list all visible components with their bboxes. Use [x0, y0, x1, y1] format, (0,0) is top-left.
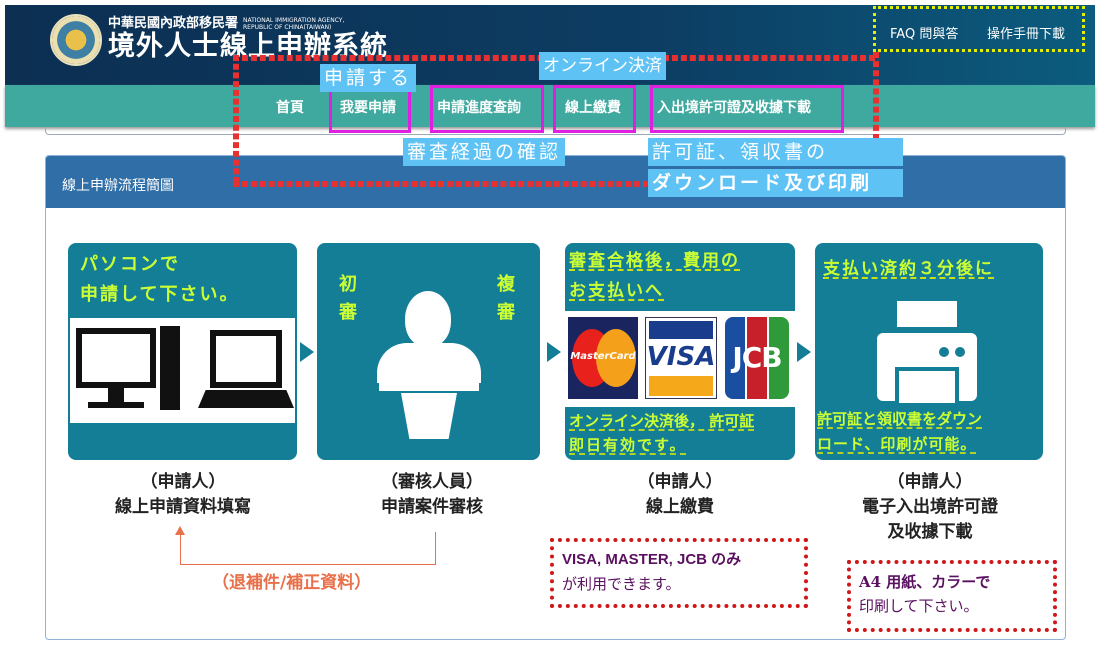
panel-title: 線上申辦流程簡圖 — [62, 178, 174, 194]
nav-shadow-box — [45, 127, 1066, 135]
visa-text: VISA — [646, 342, 716, 372]
highlight-apply — [329, 85, 411, 133]
first-review: 初審 — [339, 274, 359, 323]
step1-caption: （申請人） 線上申請資料填寫 — [68, 470, 298, 520]
payment-note-1: 審査合格後，費用の — [569, 251, 740, 271]
step3-role: （申請人） — [637, 472, 723, 492]
flow-arrow — [547, 342, 561, 362]
annotation-line — [233, 181, 649, 187]
payment-note-3: オンライン決済後， 許可証 — [569, 412, 755, 430]
podium-icon — [401, 393, 457, 439]
podium-top — [379, 377, 479, 391]
printer-body — [877, 333, 977, 407]
step4-label-1: 電子入出境許可證 — [862, 497, 998, 517]
manual-download-link[interactable]: 操作手冊下載 — [987, 27, 1066, 42]
org-name: 中華民國內政部移民署 — [108, 16, 239, 31]
nav-apply[interactable]: 我要申請 — [340, 100, 396, 116]
print-callout-1: A4 用紙、カラーで — [859, 573, 991, 591]
step4-label-2: 及收據下載 — [887, 522, 973, 542]
return-arrowhead-icon — [175, 526, 185, 535]
org-name-en: NATIONAL IMMIGRATION AGENCY, REPUBLIC OF… — [243, 17, 345, 31]
annotation-line — [233, 55, 239, 183]
step3-caption: （申請人） 線上繳費 — [565, 470, 795, 520]
highlight-payment — [553, 85, 636, 133]
annotation-download-1: 許可証、領収書の — [648, 138, 903, 166]
card-callout-2: が利用できます。 — [562, 575, 681, 593]
card-callout: VISA, MASTER, JCB のみ が利用できます。 — [550, 538, 808, 608]
step1-role: （申請人） — [140, 472, 226, 492]
nav-payment[interactable]: 線上繳費 — [565, 100, 621, 116]
nav-download[interactable]: 入出境許可證及收據下載 — [657, 100, 811, 116]
step2-caption: （審核人員） 申請案件審核 — [317, 470, 547, 520]
step4-caption: （申請人） 電子入出境許可證及收據下載 — [815, 470, 1045, 545]
step-review-card: 初審 複審 — [317, 243, 540, 460]
second-review: 複審 — [497, 274, 517, 323]
step-apply-card: パソコンで 申請して下さい。 — [68, 243, 297, 460]
step1-label: 線上申請資料填寫 — [115, 497, 251, 517]
print-callout-2: 印刷して下さい。 — [859, 597, 979, 615]
mastercard-text: MasterCard — [570, 351, 636, 362]
visa-logo: VISA — [645, 317, 717, 399]
reviewer-icon — [405, 291, 451, 347]
step-payment-card: 審査合格後，費用の お支払いへ MasterCard VISA JCB オンライ… — [565, 243, 795, 460]
main-nav — [5, 85, 1095, 127]
download-note-1: 支払い済約３分後に — [823, 259, 994, 279]
payment-note-2: お支払いへ — [569, 281, 664, 301]
computer-icon — [70, 318, 295, 423]
return-label: （退補件/補正資料） — [212, 573, 372, 593]
reviewer-body — [377, 343, 481, 383]
step4-role: （申請人） — [887, 472, 973, 492]
card-callout-1: VISA, MASTER, JCB のみ — [562, 551, 742, 568]
highlight-progress — [430, 85, 544, 133]
payment-note-4: 即日有効です。 — [569, 436, 687, 454]
card-logos: MasterCard VISA JCB — [565, 311, 795, 407]
mastercard-logo: MasterCard — [568, 317, 638, 399]
step3-label: 線上繳費 — [646, 497, 714, 517]
printer-icon — [897, 301, 957, 327]
flow-arrow — [300, 342, 314, 362]
annotation-online-payment: オンライン決済 — [539, 52, 666, 80]
step2-role: （審核人員） — [381, 472, 483, 492]
download-note-2: 許可証と領収書をダウン — [817, 410, 983, 428]
annotation-apply: 申請する — [320, 64, 417, 92]
download-note-3: ロード、印刷が可能。 — [817, 435, 977, 453]
annotation-line — [873, 52, 879, 140]
annotation-download-2: ダウンロード及び印刷 — [648, 169, 903, 197]
nav-home[interactable]: 首頁 — [276, 100, 304, 116]
flow-arrow — [797, 342, 811, 362]
step2-label: 申請案件審核 — [381, 497, 483, 517]
annotation-check-progress: 審査経過の確認 — [403, 138, 566, 166]
print-callout: A4 用紙、カラーで 印刷して下さい。 — [847, 560, 1057, 632]
highlight-download — [650, 85, 844, 133]
nav-progress[interactable]: 申請進度查詢 — [437, 100, 521, 116]
step1-note-2: 申請して下さい。 — [80, 284, 240, 305]
step1-note-1: パソコンで — [80, 254, 180, 275]
return-arrow — [180, 532, 436, 565]
jcb-text: JCB — [732, 341, 782, 374]
top-links-highlight: FAQ 問與答 操作手冊下載 — [873, 6, 1085, 52]
jcb-logo: JCB — [725, 317, 789, 399]
step-download-card: 支払い済約３分後に 許可証と領収書をダウン ロード、印刷が可能。 — [815, 243, 1043, 460]
agency-logo — [50, 14, 102, 66]
faq-link[interactable]: FAQ 問與答 — [890, 27, 959, 42]
